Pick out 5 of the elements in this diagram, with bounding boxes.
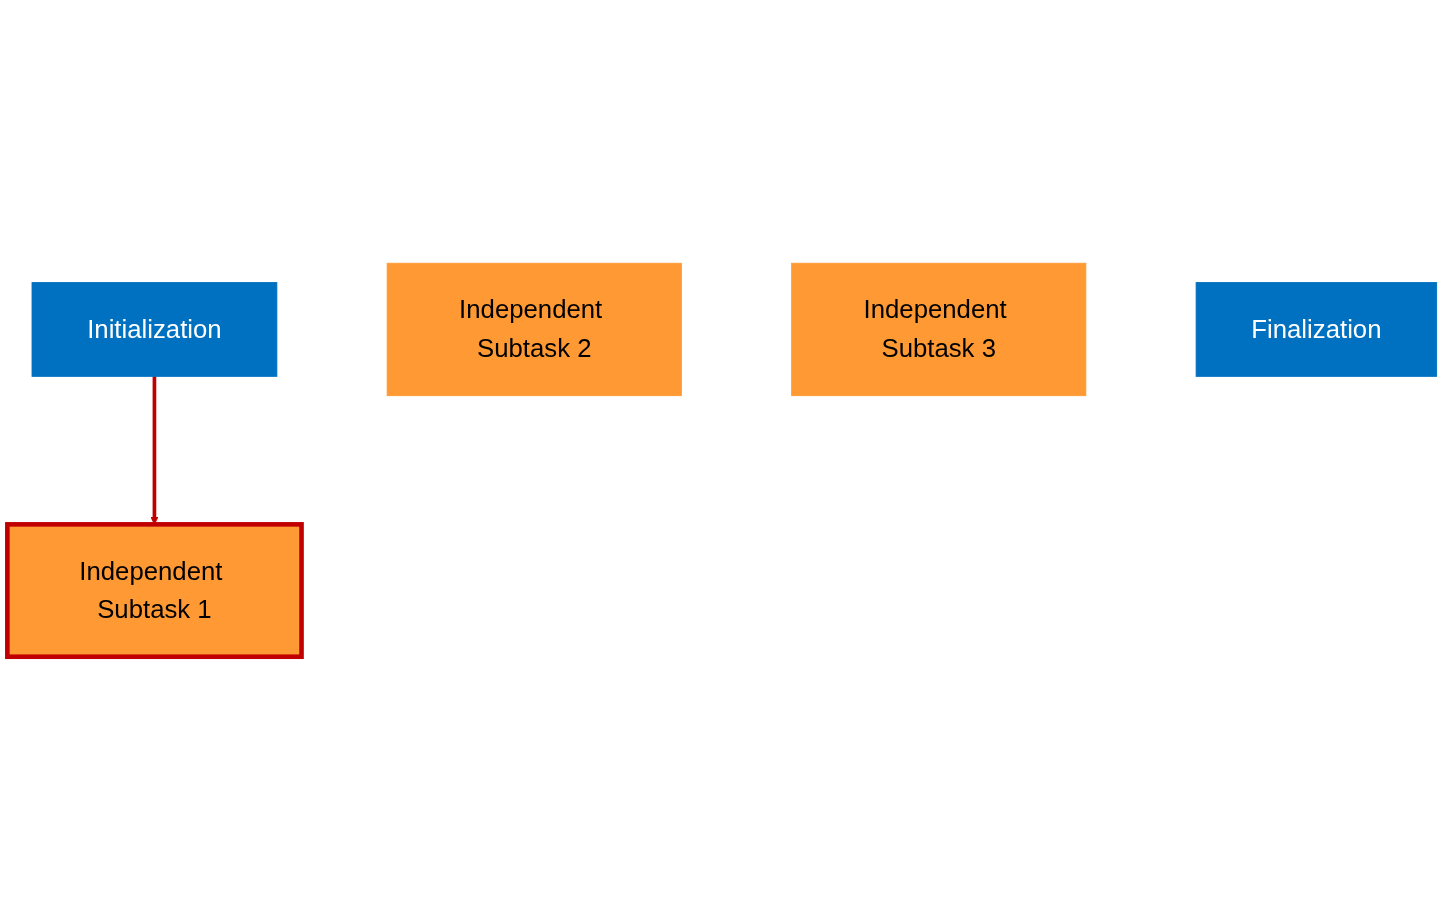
- node-box: Finalization: [1195, 282, 1438, 377]
- node-box: Initialization: [31, 282, 278, 377]
- node-box: Independent Subtask 3: [791, 262, 1087, 397]
- node-box: Independent Subtask 1: [5, 522, 304, 660]
- node-box: Independent Subtask 2: [386, 262, 682, 397]
